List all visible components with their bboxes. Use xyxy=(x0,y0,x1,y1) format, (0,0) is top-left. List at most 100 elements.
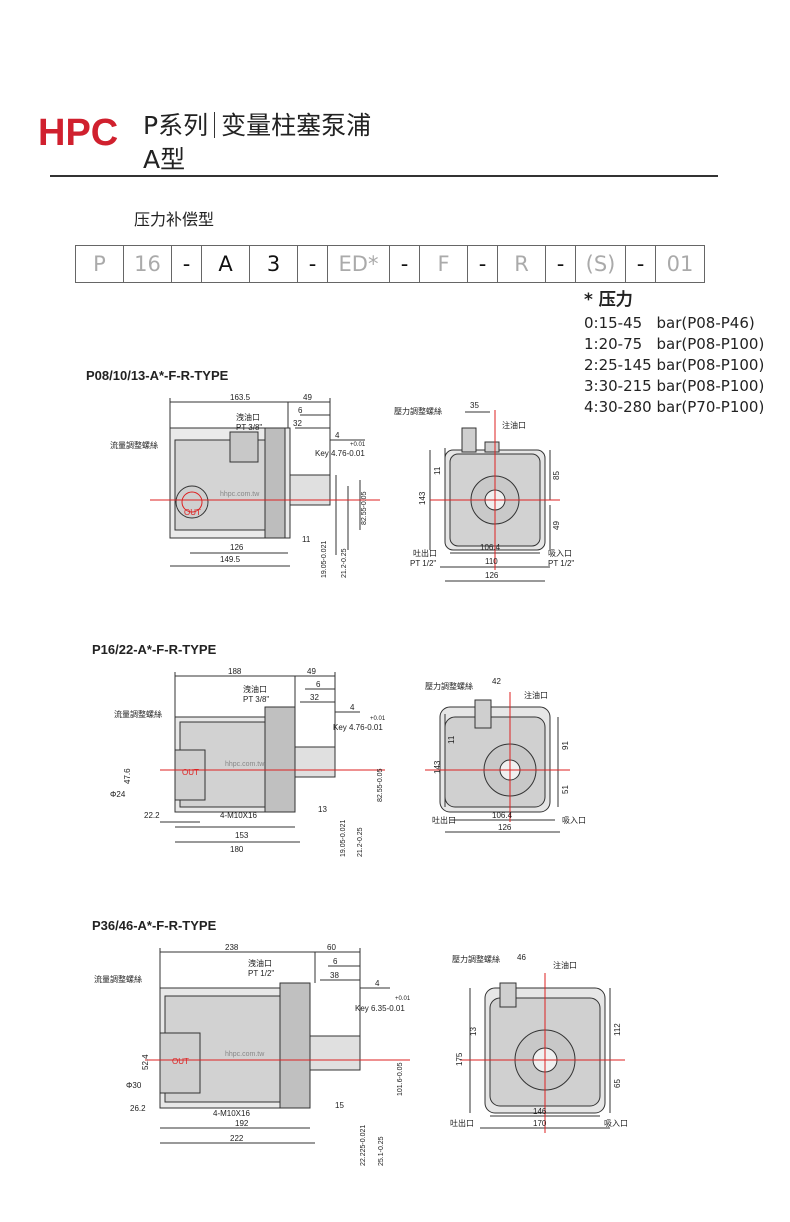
dim-label: 163.5 xyxy=(230,393,251,402)
dim-label: 22.2 xyxy=(144,811,160,820)
dim-label: 143 xyxy=(433,760,442,774)
pressure-item: 2:25-145 bar(P08-P100) xyxy=(584,356,765,374)
bolt-label: 4-M10X16 xyxy=(220,811,257,820)
dim-label: 11 xyxy=(433,466,442,475)
outlet-label: 吐出口 xyxy=(413,548,437,558)
dim-label: 46 xyxy=(517,953,526,962)
drain-size-label: PT 1/2" xyxy=(248,969,274,978)
dim-label: 4 xyxy=(335,431,340,440)
outlet-label: 吐出口 xyxy=(450,1118,474,1128)
watermark-text: hhpc.com.tw xyxy=(220,491,260,498)
pressure-legend-title: * 压力 xyxy=(584,290,633,310)
fill-port-label: 注油口 xyxy=(553,960,577,970)
pressure-adjust-label: 壓力調整螺絲 xyxy=(425,681,473,691)
pump-drawing-3: 238 60 6 38 4 洩油口 PT 1/2" 流量調整螺絲 Key 6.3… xyxy=(94,943,628,1166)
brand-logo: HPC xyxy=(38,112,119,154)
drawing-title: P36/46-A*-F-R-TYPE xyxy=(92,918,217,933)
dim-label: 146 xyxy=(533,1107,547,1116)
key-label: Key 6.35-0.01 xyxy=(355,1004,405,1013)
dim-label: 170 xyxy=(533,1119,547,1128)
out-port-label: OUT xyxy=(182,768,199,777)
pressure-adjust-label: 壓力調整螺絲 xyxy=(394,406,442,416)
type-label: A型 xyxy=(143,145,186,174)
code-cell: R xyxy=(498,246,546,282)
code-cell: F xyxy=(420,246,468,282)
dim-label: 126 xyxy=(498,823,512,832)
section-subtitle: 压力补偿型 xyxy=(134,210,215,229)
code-cell: ED* xyxy=(328,246,390,282)
dim-label: 149.5 xyxy=(220,555,241,564)
pump-drawing-1: 163.5 49 6 32 4 洩油口 PT 3/8" 流量調整螺絲 Key 4… xyxy=(110,393,574,582)
dim-label: Φ30 xyxy=(126,1081,142,1090)
code-cell: 01 xyxy=(666,252,694,276)
fill-port-label: 注油口 xyxy=(502,420,526,430)
out-port-label: OUT xyxy=(184,508,201,517)
dim-label: 126 xyxy=(230,543,244,552)
pump-shaft xyxy=(294,746,336,778)
dim-label: 153 xyxy=(235,831,249,840)
code-cell: 3 xyxy=(250,246,298,282)
inlet-label: 吸入口 xyxy=(548,549,572,558)
drain-size-label: PT 3/8" xyxy=(243,695,269,704)
inlet-label: 吸入口 xyxy=(562,816,586,825)
dim-label: 238 xyxy=(225,943,239,952)
dim-label: 82.55-0.05 xyxy=(377,768,384,802)
title-separator xyxy=(214,112,216,138)
dim-label: 13 xyxy=(318,805,327,814)
code-cell: A xyxy=(202,246,250,282)
dim-label: 21.2-0.25 xyxy=(341,548,348,578)
dim-label: 13 xyxy=(469,1027,478,1036)
dim-label: 26.2 xyxy=(130,1104,146,1113)
bolt-label: 4-M10X16 xyxy=(213,1109,250,1118)
pressure-legend: * 压力 0:15-45 bar(P08-P46) 1:20-75 bar(P0… xyxy=(584,290,764,418)
pressure-item: 4:30-280 bar(P70-P100) xyxy=(584,398,765,416)
dim-label: 192 xyxy=(235,1119,249,1128)
dim-label: 19.05-0.021 xyxy=(340,820,347,857)
drain-port-label: 洩油口 xyxy=(236,412,260,422)
inlet-label: 吸入口 xyxy=(604,1119,628,1128)
dim-label: 19.05-0.021 xyxy=(321,541,328,578)
key-label: Key 4.76-0.01 xyxy=(315,449,365,458)
pressure-item: 0:15-45 bar(P08-P46) xyxy=(584,314,755,332)
model-code-table: P 16 - A 3 - ED* - F - R - (S) - 01 xyxy=(75,245,705,283)
dim-label: 38 xyxy=(330,971,339,980)
drawing-title: P08/10/13-A*-F-R-TYPE xyxy=(86,368,229,383)
code-cell: 16 xyxy=(124,246,172,282)
dim-label: 42 xyxy=(492,677,501,686)
outlet-label: 吐出口 xyxy=(432,815,456,825)
inlet-size-label: PT 1/2" xyxy=(548,559,574,568)
drain-port-label: 洩油口 xyxy=(248,958,272,968)
dim-label: 60 xyxy=(327,943,336,952)
code-dash: - xyxy=(298,246,328,282)
dim-label: 65 xyxy=(613,1079,622,1088)
dim-label: 188 xyxy=(228,667,242,676)
dim-label: 126 xyxy=(485,571,499,580)
dim-label: 32 xyxy=(310,693,319,702)
dim-label: 49 xyxy=(552,521,561,530)
code-dash: - xyxy=(390,246,420,282)
dim-label: 21.2-0.25 xyxy=(357,827,364,857)
code-dash: - xyxy=(626,246,656,282)
code-cell: (S) xyxy=(576,246,626,282)
page-title: P系列变量柱塞泵浦 xyxy=(143,106,371,142)
pump-shaft xyxy=(309,1035,361,1071)
dim-label: 11 xyxy=(447,735,456,744)
dim-label: Φ24 xyxy=(110,790,126,799)
flow-adjust-label: 流量調整螺絲 xyxy=(110,440,158,450)
dim-label: 6 xyxy=(333,957,338,966)
flow-adjust-label: 流量調整螺絲 xyxy=(114,709,162,719)
dim-label: 6 xyxy=(316,680,321,689)
pressure-item: 1:20-75 bar(P08-P100) xyxy=(584,335,765,353)
tolerance-label: +0.01 xyxy=(350,442,366,448)
watermark-text: hhpc.com.tw xyxy=(225,1051,265,1058)
dim-label: 101.6-0.05 xyxy=(397,1062,404,1096)
dim-label: 51 xyxy=(561,785,570,794)
dim-label: 112 xyxy=(613,1023,622,1036)
dim-label: 175 xyxy=(455,1052,464,1066)
header-divider xyxy=(50,175,718,177)
dim-label: 110 xyxy=(485,557,498,566)
code-dash: - xyxy=(546,246,576,282)
dim-label: 85 xyxy=(552,471,561,480)
dim-label: 49 xyxy=(303,393,312,402)
tolerance-label: +0.01 xyxy=(370,716,386,722)
